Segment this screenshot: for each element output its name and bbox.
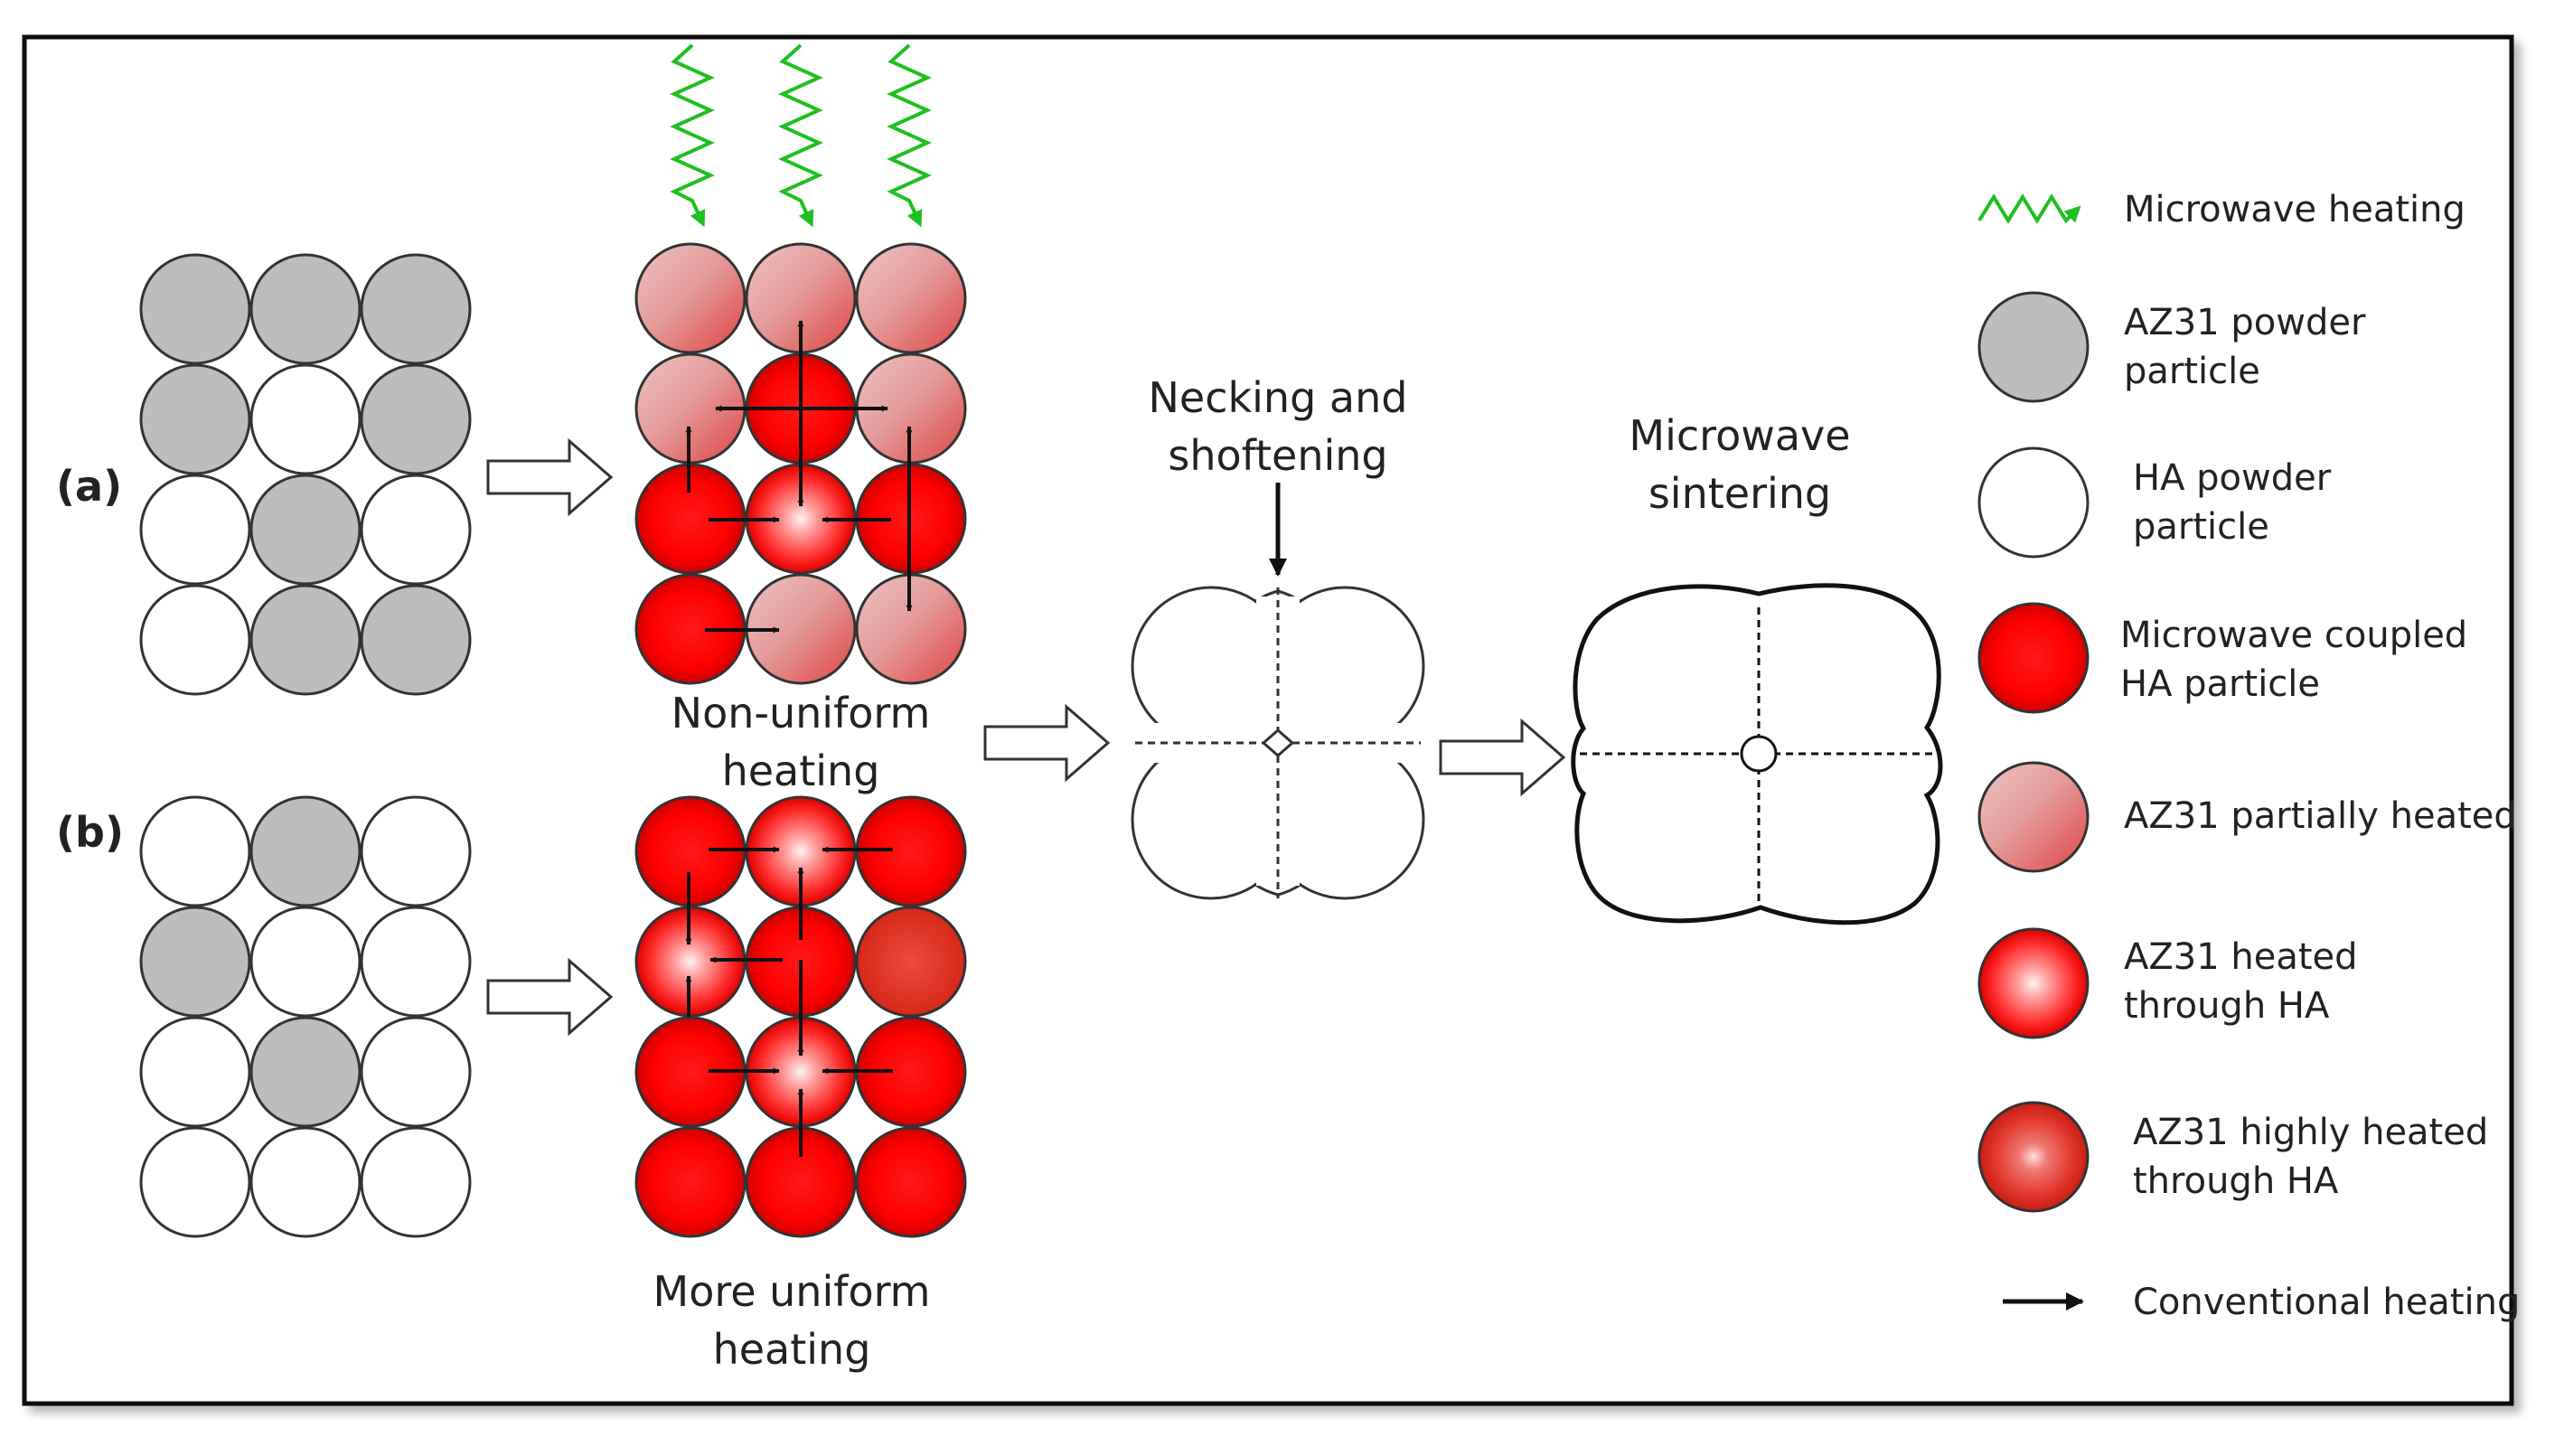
az31-particle [249, 253, 362, 365]
az31-partially-heated-particle [634, 242, 747, 354]
legend-label-coupled-line1: Microwave coupled [2120, 615, 2467, 656]
ha-particle [139, 584, 251, 696]
legend-label-microwave-heating: Microwave heating [2124, 189, 2465, 230]
panel-b-caption-line1: More uniform [653, 1267, 931, 1316]
sintering-label-line2: sintering [1648, 469, 1831, 518]
necking-particle-cluster [1131, 586, 1425, 900]
panel-a-conventional-arrows [685, 320, 913, 634]
ha-particle [139, 1126, 251, 1238]
az31-particle [139, 363, 251, 475]
ha-particle [249, 1126, 362, 1238]
panel-b-conventional-arrows [685, 846, 893, 1157]
legend-label-az31-line1: AZ31 powder [2124, 302, 2366, 343]
process-arrow-to-sintering [1439, 718, 1566, 797]
sintering-label-line1: Microwave [1629, 411, 1850, 460]
ha-particle [249, 906, 362, 1018]
process-arrow-b [486, 957, 614, 1037]
process-arrow-to-necking [983, 703, 1111, 783]
ha-particle [360, 906, 472, 1018]
legend-label-through-line2: through HA [2124, 985, 2330, 1027]
microwave-wave-2 [778, 43, 823, 228]
sintered-compact [1571, 583, 1943, 925]
legend-microwave-icon [1977, 193, 2081, 224]
process-arrows [486, 437, 1566, 1037]
process-arrow-a [486, 437, 614, 517]
ha-particle [360, 474, 472, 586]
ha-particle [139, 474, 251, 586]
az31-particle [249, 1016, 362, 1128]
microwave-wave-3 [887, 43, 932, 228]
legend-label-ha-line2: particle [2133, 506, 2269, 548]
legend-microwave-coupled-ha-particle-icon [1977, 602, 2090, 714]
panel-a-caption-line2: heating [722, 747, 880, 795]
legend: Microwave heating AZ31 powder particle H… [1977, 189, 2520, 1323]
ha-particle [360, 1016, 472, 1128]
ha-particle [360, 1126, 472, 1238]
legend-label-high-line2: through HA [2133, 1160, 2339, 1202]
legend-az31-heated-through-ha-particle-icon [1977, 927, 2090, 1039]
microwave-coupled-ha-particle [634, 1126, 747, 1238]
az31-particle [360, 363, 472, 475]
az31-particle [360, 253, 472, 365]
panel-b-heated-particles [634, 795, 967, 1238]
az31-particle [360, 584, 472, 696]
necking-label-line2: shoftening [1168, 431, 1387, 480]
ha-particle [139, 795, 251, 907]
az31-particle [139, 906, 251, 1018]
ha-particle [249, 363, 362, 475]
legend-ha-particle-icon [1977, 446, 2090, 559]
az31-particle [139, 253, 251, 365]
az31-heated-particle [855, 906, 967, 1018]
microwave-waves [670, 43, 932, 228]
microwave-coupled-ha-particle [855, 1126, 967, 1238]
legend-label-conventional: Conventional heating [2133, 1282, 2520, 1323]
necking-label-line1: Necking and [1149, 373, 1408, 422]
legend-label-high-line1: AZ31 highly heated [2133, 1112, 2488, 1153]
az31-particle [249, 795, 362, 907]
panel-a-caption-line1: Non-uniform [672, 689, 931, 737]
panel-b-tag: (b) [56, 808, 124, 857]
sintered-pore [1740, 735, 1778, 773]
panel-b-caption-line2: heating [713, 1325, 871, 1374]
panel-a-tag: (a) [56, 462, 122, 511]
az31-particle [249, 474, 362, 586]
legend-az31-particle-icon [1977, 291, 2090, 403]
panel-b-initial-particles [139, 795, 472, 1238]
neck-pore [1261, 728, 1295, 757]
legend-az31-highly-heated-particle-icon [1977, 1101, 2090, 1213]
panel-a-heated-particles [634, 242, 967, 685]
az31-particle [249, 584, 362, 696]
ha-particle [360, 795, 472, 907]
legend-label-through-line1: AZ31 heated [2124, 936, 2358, 978]
ha-particle [139, 1016, 251, 1128]
microwave-wave-1 [670, 43, 715, 228]
legend-label-az31-line2: particle [2124, 351, 2260, 392]
panel-a-initial-particles [139, 253, 472, 696]
az31-partially-heated-particle [855, 242, 967, 354]
legend-label-ha-line1: HA powder [2133, 457, 2332, 499]
legend-label-coupled-line2: HA particle [2120, 663, 2320, 705]
legend-az31-partially-heated-particle-icon [1977, 761, 2090, 873]
legend-label-partial: AZ31 partially heated [2124, 795, 2517, 837]
